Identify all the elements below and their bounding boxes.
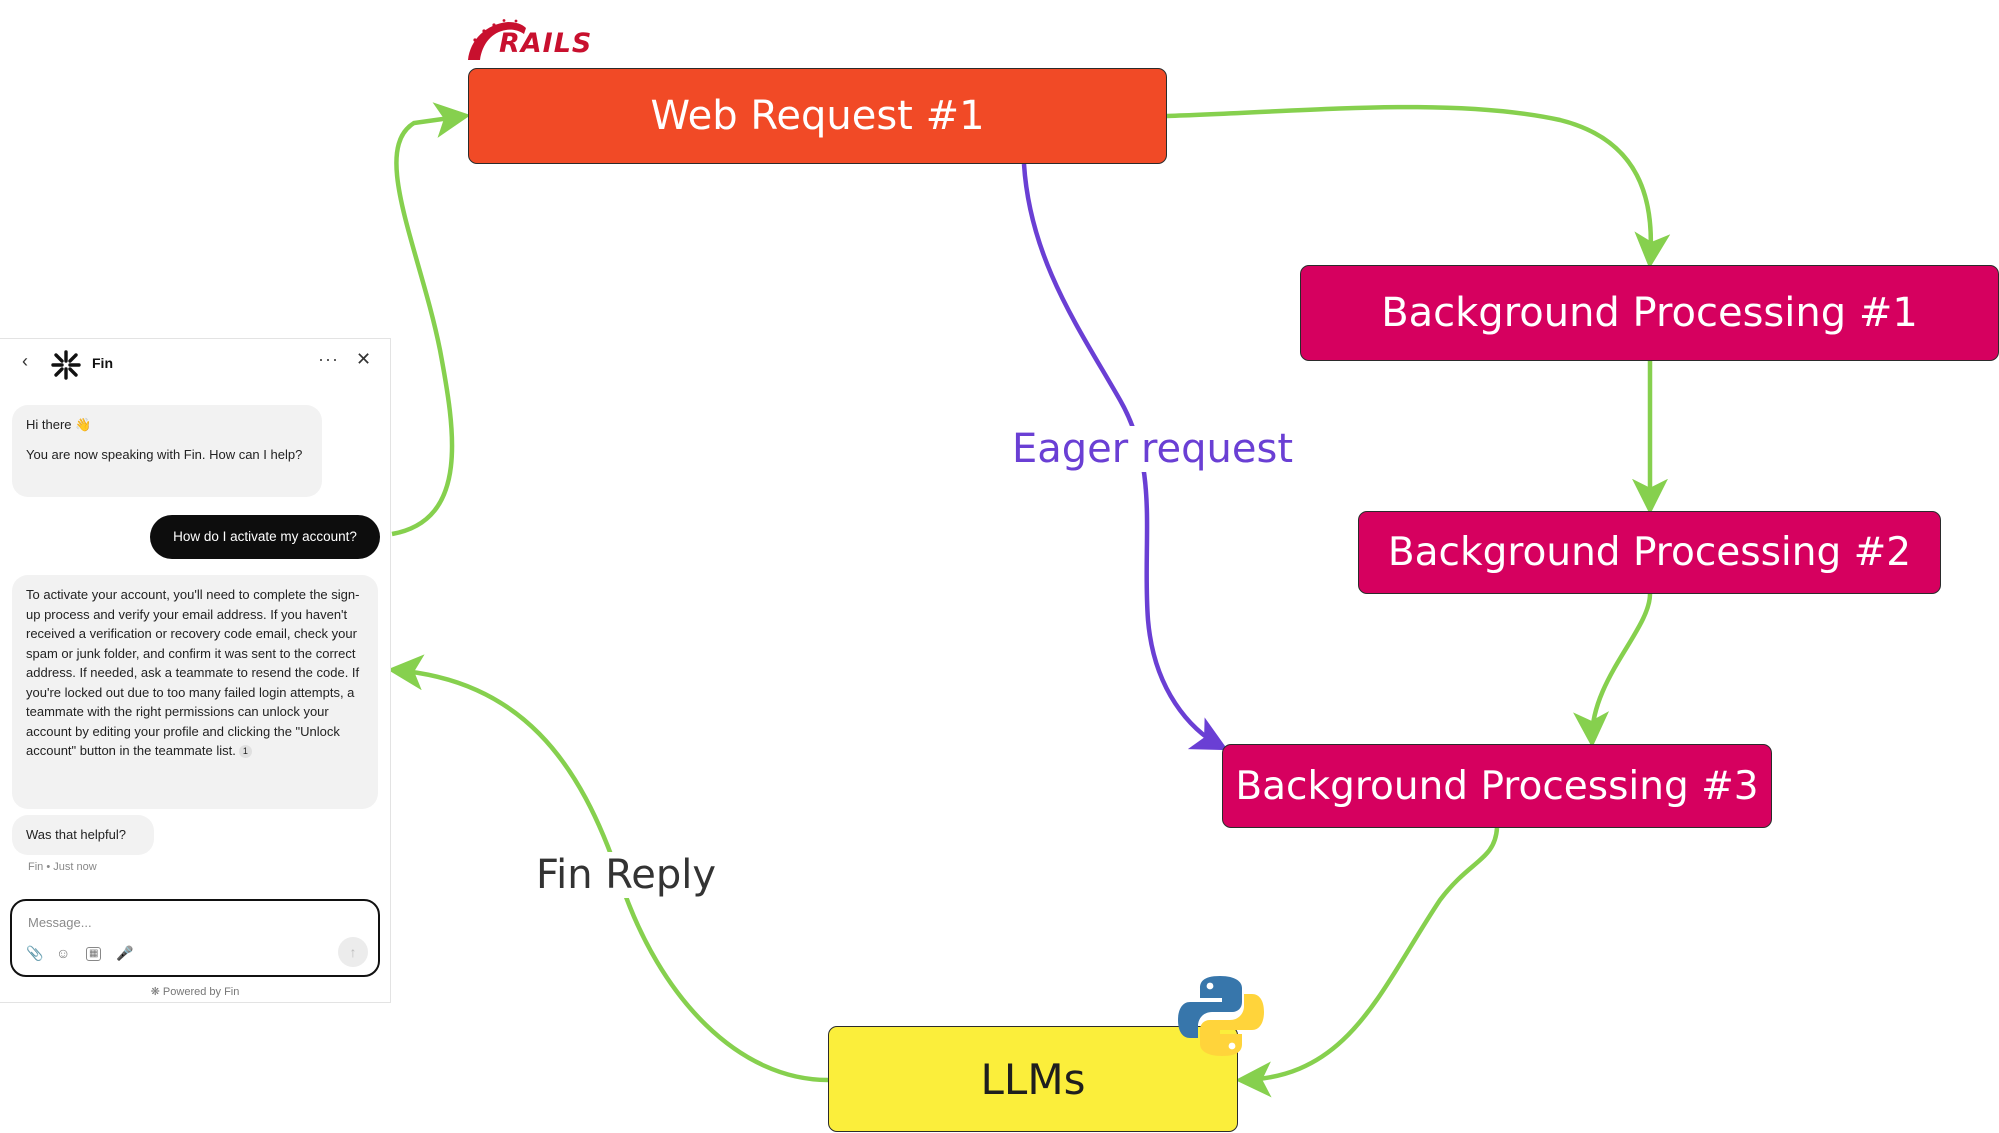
paperclip-icon[interactable]: 📎 [26,945,44,961]
background-processing-3-node: Background Processing #3 [1222,744,1772,828]
more-horizontal-icon[interactable]: ··· [318,349,339,369]
fin-reply-label: Fin Reply [532,852,721,898]
powered-by-footer: ❋ Powered by Fin [0,985,390,998]
emoji-icon[interactable]: ☺ [56,945,71,961]
arrow-bg3-to-llms [1235,827,1500,1098]
user-message: How do I activate my account? [150,515,380,559]
arrow-chat-to-web [391,102,471,537]
fin-small-logo-icon: ❋ [150,986,160,998]
close-icon[interactable]: ✕ [356,349,372,369]
chevron-left-icon[interactable]: ‹ [22,351,28,371]
send-arrow-icon: ↑ [349,944,357,960]
gif-icon[interactable]: ▦ [86,947,102,961]
greeting-line: Hi there 👋 [26,417,92,432]
powered-by-text: Powered by Fin [162,986,240,998]
arrow-bg2-to-bg3 [1573,593,1653,748]
citation-badge[interactable]: 1 [238,745,252,759]
llms-node: LLMs [828,1026,1238,1132]
background-processing-2-node: Background Processing #2 [1358,511,1941,594]
bot-answer-message: To activate your account, you'll need to… [12,575,378,809]
fin-logo-icon [51,350,81,380]
answer-text: To activate your account, you'll need to… [26,587,360,758]
microphone-icon[interactable]: 🎤 [116,945,134,961]
rails-logo-text: RAILS [499,28,593,59]
arrow-web-to-bg1 [1166,104,1671,269]
message-input[interactable] [26,911,330,933]
bot-followup-message: Was that helpful? [12,815,154,855]
eager-request-label: Eager request [1008,426,1297,472]
agent-name: Fin [92,355,113,371]
rails-logo-icon [468,19,526,60]
chat-header: ‹ Fin ··· ✕ [0,339,390,387]
bot-greeting-message: Hi there 👋 You are now speaking with Fin… [12,405,322,497]
python-logo-icon [1178,976,1264,1056]
greeting-intro: You are now speaking with Fin. How can I… [26,446,303,462]
message-meta: Fin • Just now [28,861,97,873]
fin-chat-widget: ‹ Fin ··· ✕ Hi there 👋 You are now speak… [0,338,391,1003]
background-processing-1-node: Background Processing #1 [1300,265,1999,361]
arrow-eager-request [1021,163,1228,751]
message-composer: 📎 ☺ ▦ 🎤 ↑ [10,899,380,977]
web-request-node: Web Request #1 [468,68,1167,164]
send-button[interactable]: ↑ [338,937,368,967]
